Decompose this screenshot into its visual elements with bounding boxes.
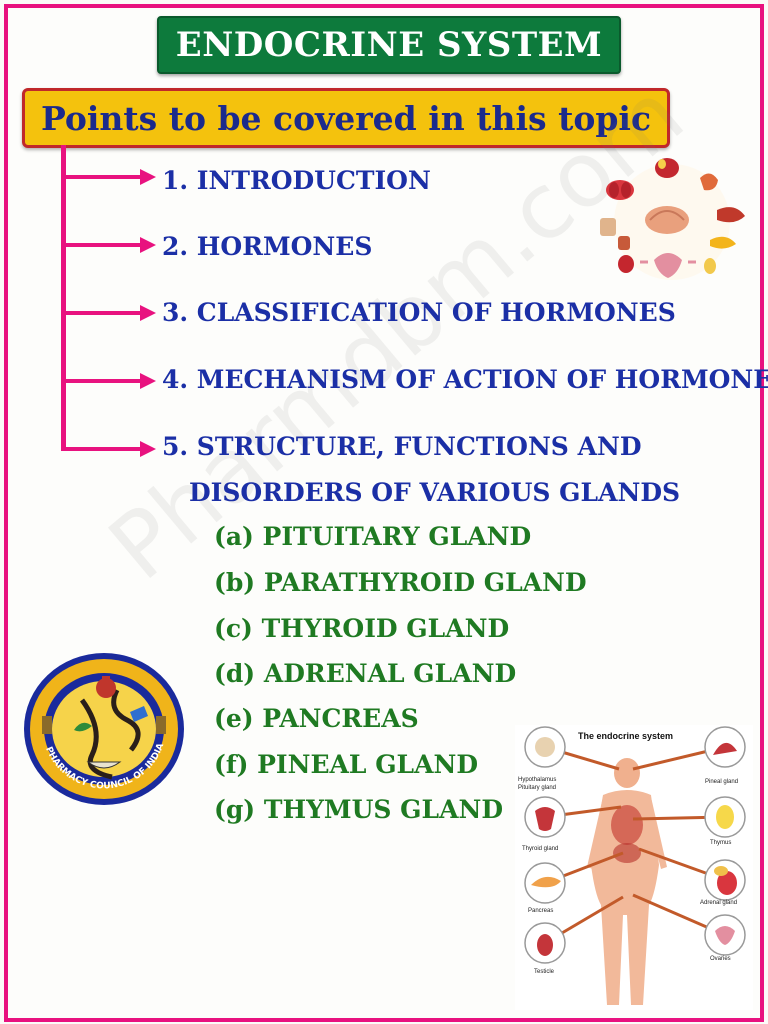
topic-item: 5. STRUCTURE, FUNCTIONS AND [162,432,642,461]
topic-item: 1. INTRODUCTION [162,166,431,195]
page-title: ENDOCRINE SYSTEM [175,25,603,65]
gland-item: (d) ADRENAL GLAND [214,659,517,688]
topic-item: 4. MECHANISM OF ACTION OF HORMONE [162,365,768,394]
arrow-icon [140,373,156,389]
connector-branch-2 [61,243,143,247]
connector-branch-5 [61,447,143,451]
topic-item: 2. HORMONES [162,232,373,261]
gland-item: (e) PANCREAS [214,704,419,733]
gland-item: (b) PARATHYROID GLAND [214,568,587,597]
label-hypothalamus: Hypothalamus [518,777,557,783]
diagram-title: The endocrine system [578,731,674,741]
connector-branch-4 [61,379,143,383]
gland-item: (f) PINEAL GLAND [214,750,479,779]
label-pituitary: Pituitary gland [518,785,557,791]
arrow-icon [140,305,156,321]
gland-item: (a) PITUITARY GLAND [214,522,532,551]
label-thyroid: Thyroid gland [522,846,559,852]
pharmacy-council-seal: PHARMACY COUNCIL OF INDIA [24,653,184,805]
arrow-icon [140,237,156,253]
label-ovaries: Ovaries [710,956,731,962]
organs-illustration [600,158,745,280]
label-testicle: Testicle [534,969,555,975]
connector-branch-1 [61,175,143,179]
subtitle-banner: Points to be covered in this topic [22,88,670,148]
subtitle-text: Points to be covered in this topic [40,98,652,138]
arrow-icon [140,441,156,457]
arrow-icon [140,169,156,185]
topic-item-continuation: DISORDERS OF VARIOUS GLANDS [189,478,681,507]
label-adrenal: Adrenal gland [700,900,738,906]
topic-item: 3. CLASSIFICATION OF HORMONES [162,298,676,327]
endocrine-diagram [515,725,753,1010]
connector-trunk [61,145,66,451]
connector-branch-3 [61,311,143,315]
gland-item: (c) THYROID GLAND [214,614,510,643]
label-pancreas: Pancreas [528,908,554,914]
gland-item: (g) THYMUS GLAND [214,795,504,824]
label-pineal: Pineal gland [705,779,739,785]
title-banner: ENDOCRINE SYSTEM [157,16,621,74]
label-thymus: Thymus [710,840,732,846]
